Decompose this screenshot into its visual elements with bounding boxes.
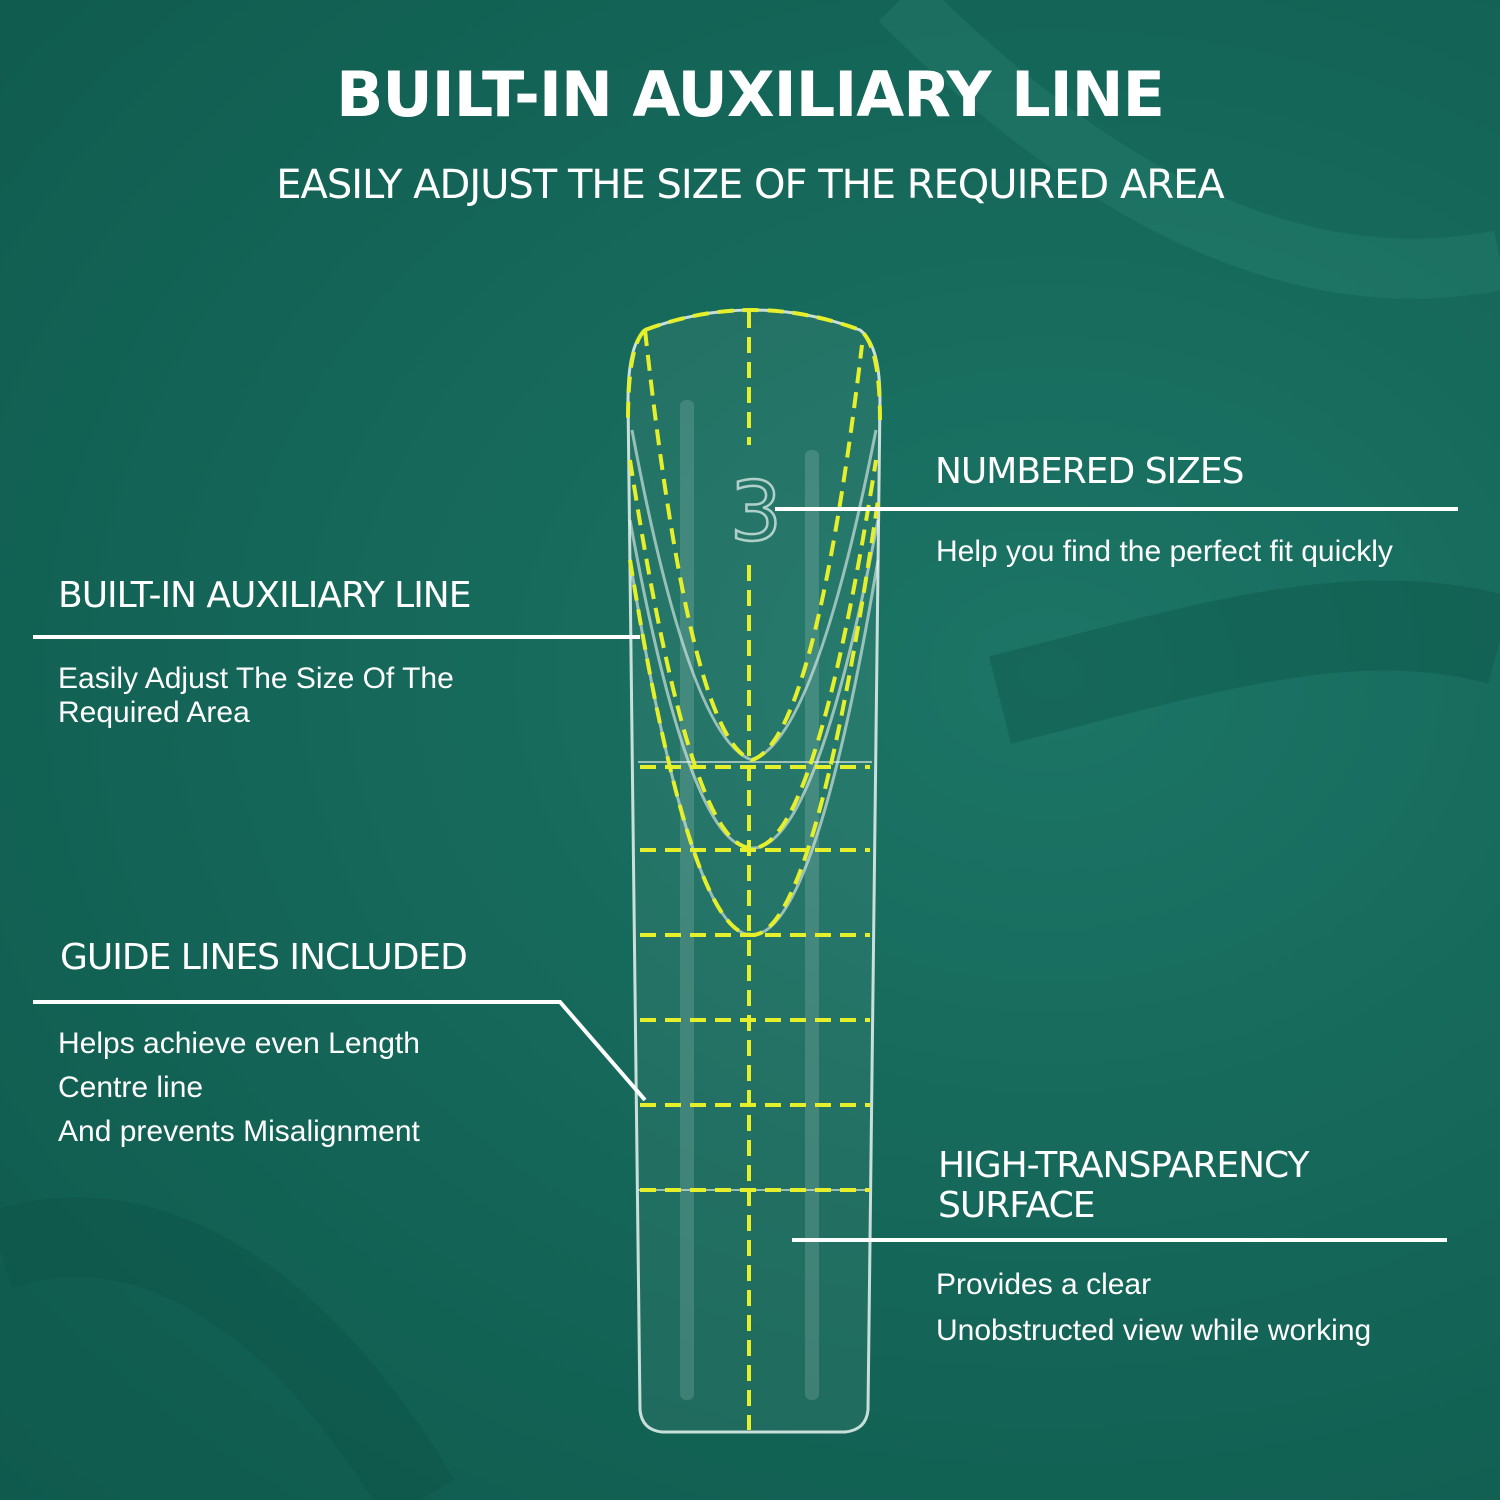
page-subtitle: EASILY ADJUST THE SIZE OF THE REQUIRED A… [276, 162, 1225, 208]
auxiliary-line-heading: BUILT-IN AUXILIARY LINE [58, 575, 471, 616]
numbered-sizes-desc: Help you find the perfect fit quickly [936, 535, 1393, 568]
transparency-desc: Provides a clear Unobstructed view while… [936, 1268, 1372, 1347]
guide-lines [626, 308, 882, 1430]
auxiliary-line-desc: Easily Adjust The Size Of The Required A… [58, 662, 454, 729]
leader-guide-lines [33, 1000, 647, 1102]
transparency-heading: HIGH-TRANSPARENCY SURFACE [938, 1145, 1310, 1226]
size-number: 3 [730, 465, 782, 560]
guide-lines-heading: GUIDE LINES INCLUDED [60, 937, 468, 978]
numbered-sizes-heading: NUMBERED SIZES [935, 451, 1244, 492]
page-title: BUILT-IN AUXILIARY LINE [336, 58, 1165, 131]
callout-leaders [33, 507, 1458, 1242]
guide-lines-desc: Helps achieve even Length Centre line An… [58, 1027, 420, 1148]
